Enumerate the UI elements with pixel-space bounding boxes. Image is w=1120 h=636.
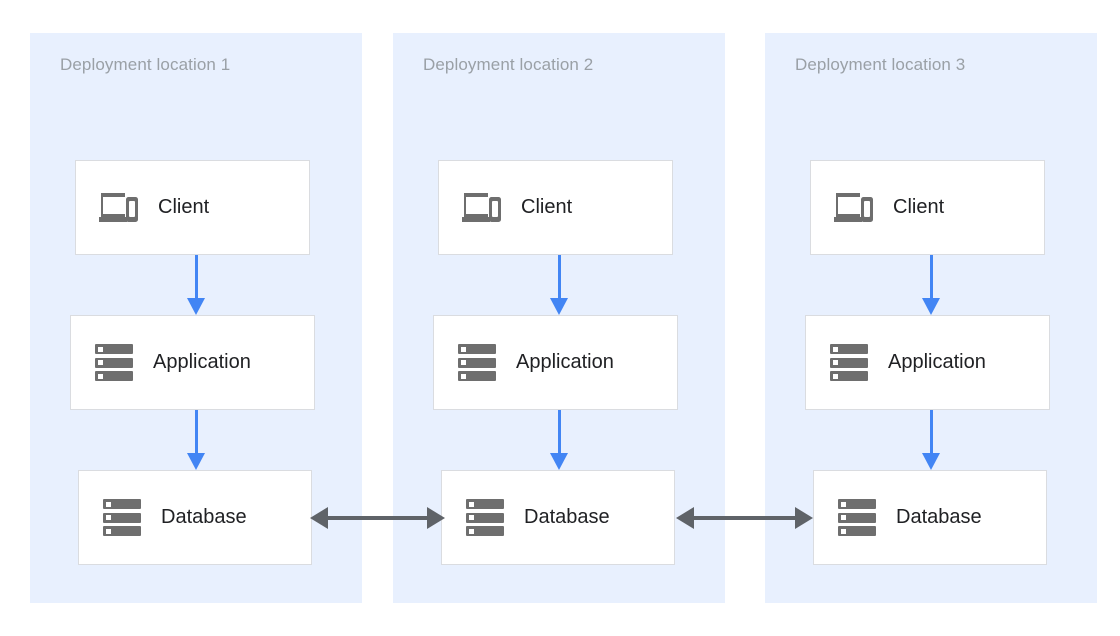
node-database[interactable]: Database (441, 470, 675, 565)
node-label: Client (521, 196, 573, 218)
server-stack-icon (464, 498, 506, 538)
deployment-location-panel-3: Deployment location 3 Client A (765, 33, 1097, 603)
server-stack-icon (101, 498, 143, 538)
node-label: Database (524, 506, 610, 528)
node-application[interactable]: Application (70, 315, 315, 410)
panel-title: Deployment location 2 (423, 55, 594, 74)
deployment-location-panel-1: Deployment location 1 Client A (30, 33, 362, 603)
node-client[interactable]: Client (438, 160, 673, 255)
deployment-location-panel-2: Deployment location 2 Client A (393, 33, 725, 603)
node-label: Client (158, 196, 210, 218)
node-application[interactable]: Application (433, 315, 678, 410)
server-stack-icon (456, 343, 498, 383)
node-client[interactable]: Client (810, 160, 1045, 255)
panel-title: Deployment location 1 (60, 55, 231, 74)
devices-icon (461, 188, 503, 228)
node-database[interactable]: Database (78, 470, 312, 565)
server-stack-icon (828, 343, 870, 383)
node-label: Application (888, 351, 986, 373)
node-label: Client (893, 196, 945, 218)
node-application[interactable]: Application (805, 315, 1050, 410)
panel-title: Deployment location 3 (795, 55, 966, 74)
node-database[interactable]: Database (813, 470, 1047, 565)
node-client[interactable]: Client (75, 160, 310, 255)
server-stack-icon (836, 498, 878, 538)
node-label: Database (896, 506, 982, 528)
server-stack-icon (93, 343, 135, 383)
node-label: Application (153, 351, 251, 373)
node-label: Database (161, 506, 247, 528)
node-label: Application (516, 351, 614, 373)
devices-icon (833, 188, 875, 228)
devices-icon (98, 188, 140, 228)
